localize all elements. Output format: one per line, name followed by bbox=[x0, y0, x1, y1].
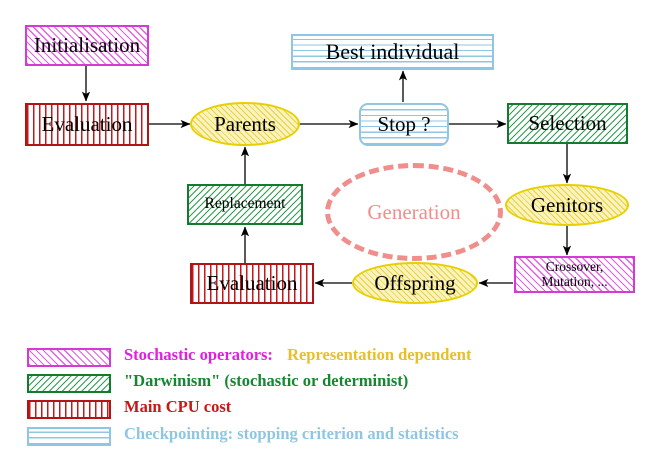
legend-label-stochastic: Stochastic operators: bbox=[124, 345, 273, 364]
node-crossover-label-line1: Crossover, bbox=[545, 259, 604, 275]
node-replacement[interactable]: Replacement bbox=[187, 184, 303, 225]
node-initialisation-label: Initialisation bbox=[33, 33, 141, 58]
node-evaluation-bottom-label: Evaluation bbox=[206, 271, 298, 296]
node-crossover-mutation[interactable]: Crossover, Mutation, ... bbox=[514, 256, 635, 293]
node-offspring[interactable]: Offspring bbox=[352, 262, 478, 304]
legend-label-representation: Representation dependent bbox=[287, 345, 472, 364]
node-stop[interactable]: Stop ? bbox=[359, 103, 449, 146]
node-genitors[interactable]: Genitors bbox=[505, 184, 629, 226]
node-genitors-label: Genitors bbox=[530, 192, 604, 217]
node-selection-label: Selection bbox=[528, 111, 607, 136]
node-evaluation-top-label: Evaluation bbox=[41, 112, 133, 137]
node-crossover-label-line2: Mutation, ... bbox=[541, 273, 608, 289]
node-initialisation[interactable]: Initialisation bbox=[25, 25, 149, 66]
node-selection[interactable]: Selection bbox=[507, 103, 628, 144]
legend-swatch-stochastic bbox=[27, 348, 111, 367]
node-evaluation-top[interactable]: Evaluation bbox=[25, 103, 149, 146]
node-best-individual[interactable]: Best individual bbox=[291, 34, 494, 70]
group-generation: Generation bbox=[325, 163, 503, 261]
node-parents[interactable]: Parents bbox=[190, 102, 300, 146]
group-generation-label: Generation bbox=[367, 199, 461, 224]
legend-label-checkpointing: Checkpointing: stopping criterion and st… bbox=[124, 424, 459, 443]
node-offspring-label: Offspring bbox=[374, 270, 456, 295]
node-best-individual-label: Best individual bbox=[325, 39, 460, 65]
node-parents-label: Parents bbox=[214, 111, 276, 136]
legend-label-darwinism: "Darwinism" (stochastic or determinist) bbox=[124, 371, 409, 390]
legend-label-cpu: Main CPU cost bbox=[124, 397, 232, 416]
legend-row-stochastic: Stochastic operators: Representation dep… bbox=[124, 345, 471, 365]
legend-swatch-cpu bbox=[27, 400, 111, 419]
legend-swatch-darwinism bbox=[27, 374, 111, 393]
node-stop-label: Stop ? bbox=[377, 112, 431, 137]
node-replacement-label: Replacement bbox=[204, 195, 286, 213]
node-evaluation-bottom[interactable]: Evaluation bbox=[190, 263, 314, 304]
legend-swatch-checkpointing bbox=[27, 427, 111, 446]
